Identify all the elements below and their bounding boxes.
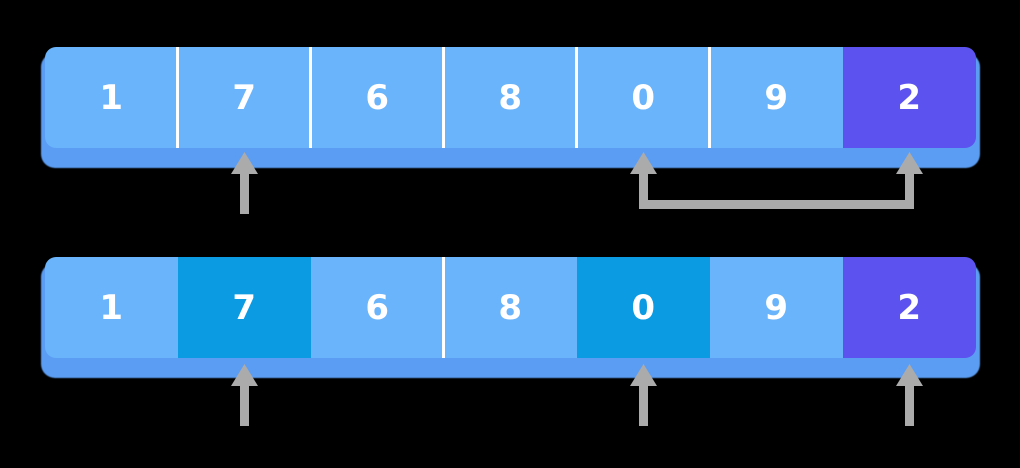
top-array-cells: 1 7 6 8 0 9 2: [45, 47, 976, 148]
array-cell[interactable]: 1: [45, 47, 178, 148]
cell-value: 9: [764, 287, 789, 328]
cell-value: 0: [631, 287, 656, 328]
array-cell[interactable]: 9: [708, 47, 843, 148]
array-cell[interactable]: 8: [442, 47, 577, 148]
array-cell[interactable]: 1: [45, 257, 178, 358]
cell-value: 2: [897, 287, 922, 328]
array-cell[interactable]: 9: [710, 257, 843, 358]
array-cell[interactable]: 6: [309, 47, 444, 148]
array-cell-highlighted[interactable]: 0: [577, 257, 710, 358]
cell-value: 6: [365, 287, 390, 328]
cell-value: 8: [498, 77, 523, 118]
cell-value: 2: [897, 77, 922, 118]
bottom-array-cells: 1 7 6 8 0 9 2: [45, 257, 976, 358]
array-cell[interactable]: 0: [575, 47, 710, 148]
array-cell[interactable]: 7: [176, 47, 311, 148]
array-cell-highlighted[interactable]: 7: [178, 257, 311, 358]
cell-value: 1: [99, 77, 124, 118]
bottom-array: 1 7 6 8 0 9 2: [41, 257, 980, 378]
cell-value: 1: [99, 287, 124, 328]
cell-value: 0: [631, 77, 656, 118]
cell-value: 9: [764, 77, 789, 118]
cell-value: 8: [498, 287, 523, 328]
array-cell-accent[interactable]: 2: [843, 47, 976, 148]
array-cell[interactable]: 8: [442, 257, 577, 358]
cell-value: 7: [232, 77, 257, 118]
array-cell[interactable]: 6: [311, 257, 444, 358]
top-array: 1 7 6 8 0 9 2: [41, 47, 980, 168]
cell-value: 7: [232, 287, 257, 328]
cell-value: 6: [365, 77, 390, 118]
array-cell-accent[interactable]: 2: [843, 257, 976, 358]
